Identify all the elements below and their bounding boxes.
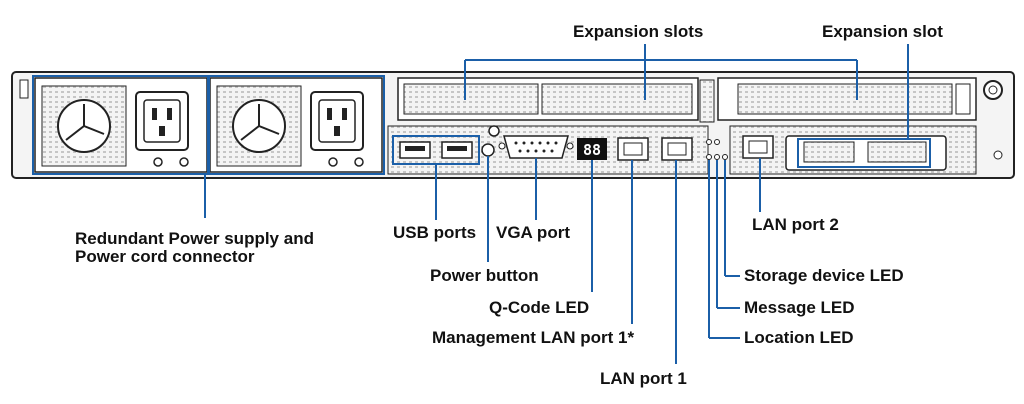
label-storage-led: Storage device LED: [744, 266, 904, 285]
label-power-button: Power button: [430, 266, 539, 285]
power-supply-2: [209, 77, 383, 173]
status-leds: [706, 139, 728, 160]
lan-port-mgmt: [617, 137, 649, 161]
expansion-slots: [397, 77, 977, 123]
label-mgmt-lan: Management LAN port 1*: [432, 328, 635, 347]
label-vga-port: VGA port: [496, 223, 570, 242]
label-expansion-slot: Expansion slot: [822, 22, 943, 41]
qcode-led: 88: [577, 138, 607, 160]
label-usb-ports: USB ports: [393, 223, 477, 242]
label-lan-port-2: LAN port 2: [752, 215, 839, 234]
power-supply-1: [34, 77, 208, 173]
label-qcode-led: Q-Code LED: [489, 298, 590, 317]
label-expansion-slots: Expansion slots: [573, 22, 704, 41]
svg-text:88: 88: [583, 141, 601, 159]
callout-lines: [204, 44, 909, 364]
power-button-icon: [481, 143, 495, 157]
lan-port-1: [661, 137, 693, 161]
label-lan-port-1: LAN port 1: [600, 369, 687, 388]
label-psu-line1: Redundant Power supply and: [75, 229, 314, 248]
vga-port: [498, 135, 574, 159]
label-psu-line2: Power cord connector: [75, 247, 255, 266]
label-message-led: Message LED: [744, 298, 855, 317]
lan-port-2: [742, 135, 774, 159]
usb-ports: [399, 141, 473, 159]
expansion-card-ports: [785, 135, 947, 171]
label-location-led: Location LED: [744, 328, 854, 347]
